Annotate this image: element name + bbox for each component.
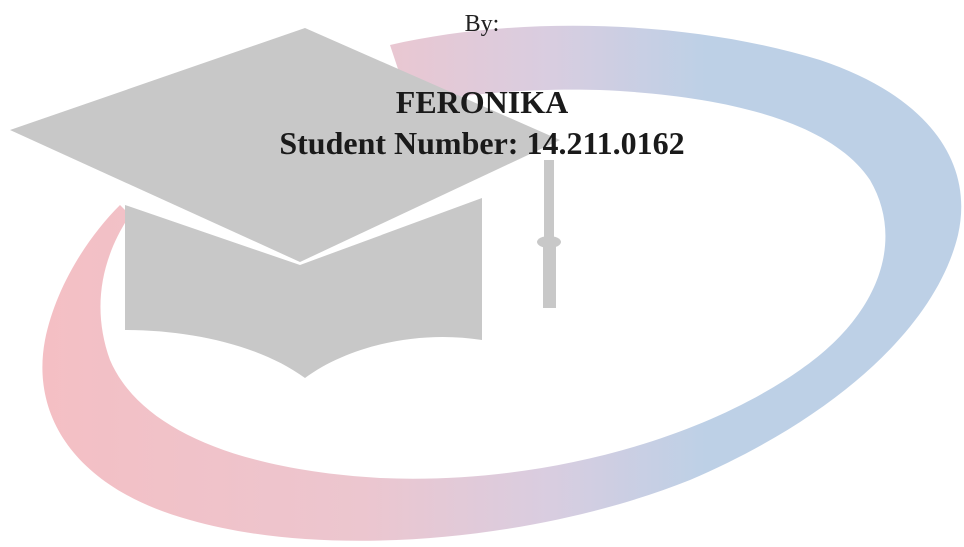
student-number: Student Number: 14.211.0162 xyxy=(279,125,685,161)
by-label: By: xyxy=(464,11,500,37)
author-name: FERONIKA xyxy=(395,84,569,120)
graduation-cap-icon xyxy=(10,28,561,378)
swoosh-ring xyxy=(42,25,962,541)
